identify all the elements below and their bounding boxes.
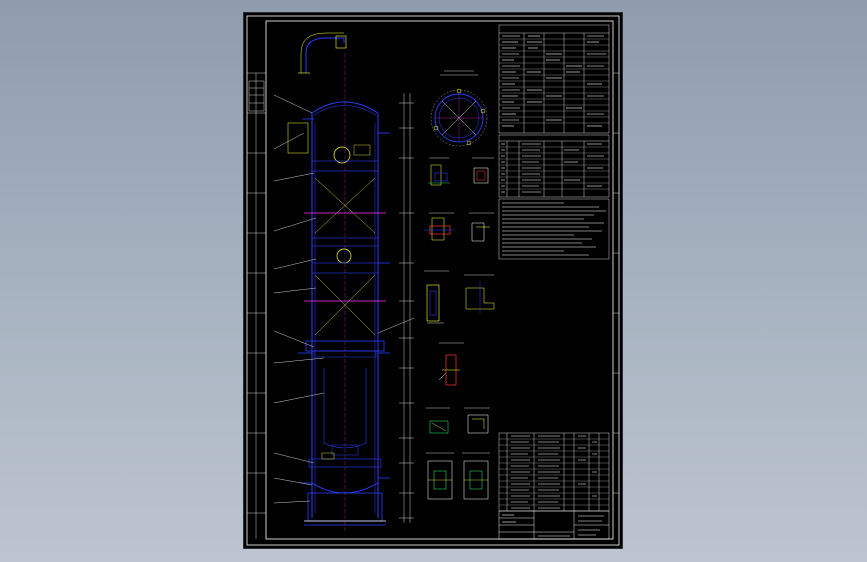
detail-view-9 bbox=[464, 407, 490, 434]
nozzle-table bbox=[498, 134, 610, 198]
drawing-sheet bbox=[244, 13, 622, 548]
top-view-section bbox=[430, 70, 488, 147]
detail-view-4 bbox=[469, 212, 494, 242]
detail-view-8 bbox=[426, 407, 450, 434]
detail-view-1 bbox=[428, 157, 450, 186]
column-vessel bbox=[287, 32, 390, 533]
detail-view-6 bbox=[464, 274, 495, 313]
technical-data-table-rows bbox=[499, 38, 609, 124]
detail-view-5 bbox=[424, 270, 449, 324]
parts-list-rows bbox=[499, 438, 609, 506]
title-block bbox=[498, 510, 610, 540]
dimension-chain-right bbox=[377, 93, 415, 523]
parts-list-entries bbox=[511, 435, 597, 509]
leader-lines-left bbox=[273, 94, 325, 504]
nozzle-table-rows bbox=[499, 146, 609, 190]
top-left-small-table bbox=[248, 80, 265, 112]
technical-requirements-text bbox=[502, 202, 606, 256]
right-margin-ticks bbox=[613, 72, 619, 494]
detail-view-3 bbox=[424, 212, 454, 241]
inner-frame bbox=[265, 20, 614, 540]
detail-view-2 bbox=[472, 157, 494, 184]
title-block-entries bbox=[502, 514, 604, 537]
detail-view-10 bbox=[426, 452, 454, 500]
nozzle-table-entries bbox=[501, 143, 604, 193]
technical-data-table bbox=[498, 24, 610, 134]
left-margin-zone-marks bbox=[247, 72, 266, 539]
detail-view-11 bbox=[462, 452, 490, 500]
detail-view-7 bbox=[438, 342, 464, 386]
technical-data-table-entries bbox=[502, 35, 606, 127]
outer-frame bbox=[246, 15, 620, 546]
cad-drawing bbox=[246, 15, 620, 546]
technical-requirements-box bbox=[498, 198, 610, 260]
